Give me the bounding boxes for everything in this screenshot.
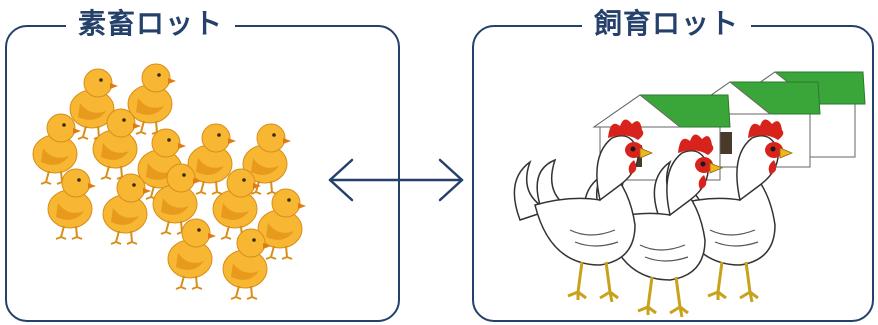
right-panel-title: 飼育ロット: [582, 4, 752, 44]
double-arrow-icon: [328, 158, 464, 202]
hens-and-poultry-houses-illustration: [512, 71, 866, 319]
chicks-illustration: [32, 63, 307, 300]
left-panel-title: 素畜ロット: [66, 4, 236, 44]
